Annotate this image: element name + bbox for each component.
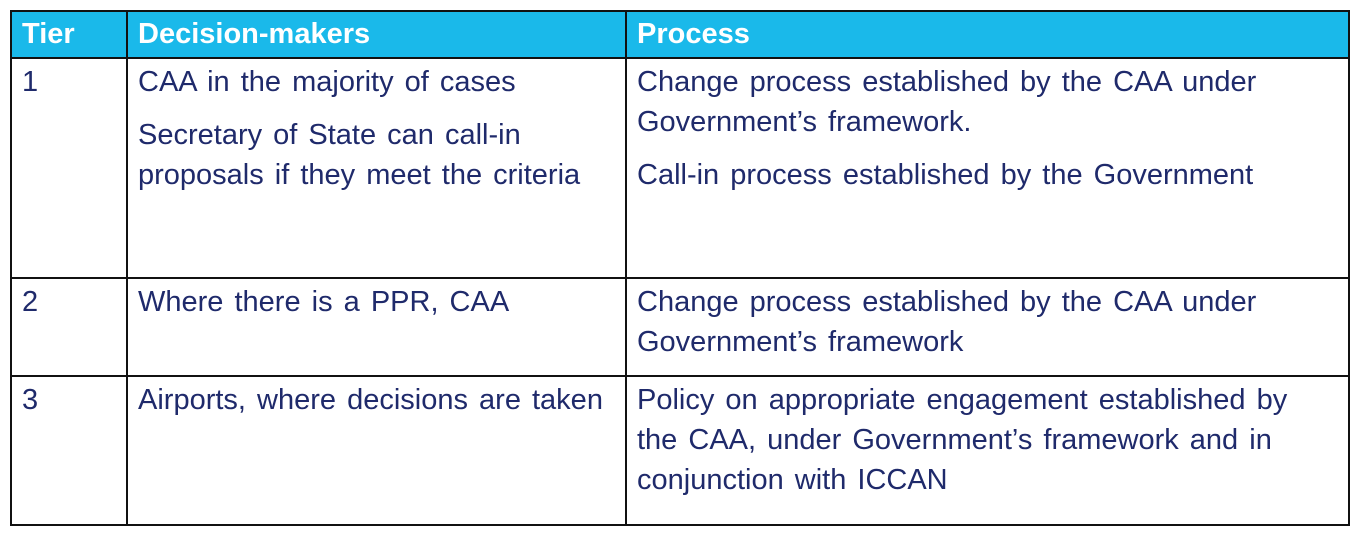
process-cell: Policy on appropriate engagement establi… [625, 375, 1350, 526]
tier-table: Tier Decision-makers Process 1 CAA in th… [10, 10, 1350, 526]
header-row: Tier Decision-makers Process [10, 10, 1350, 59]
process-cell: Change process established by the CAA un… [625, 277, 1350, 377]
process-text: Policy on appropriate engagement establi… [637, 384, 1288, 496]
header-process: Process [625, 10, 1350, 59]
decision-makers-cell: CAA in the majority of cases Secretary o… [126, 57, 627, 279]
decision-makers-text: CAA in the majority of cases [138, 66, 516, 98]
table-header: Tier Decision-makers Process [10, 10, 1350, 59]
table-row: 3 Airports, where decisions are taken Po… [10, 375, 1350, 526]
header-decision-makers: Decision-makers [126, 10, 627, 59]
decision-makers-text: Secretary of State can call-in proposals… [138, 119, 581, 191]
table-row: 2 Where there is a PPR, CAA Change proce… [10, 277, 1350, 377]
decision-makers-text: Airports, where decisions are taken [138, 384, 603, 416]
tier-cell: 1 [10, 57, 128, 279]
decision-makers-cell: Airports, where decisions are taken [126, 375, 627, 526]
tier-cell: 2 [10, 277, 128, 377]
table-row: 1 CAA in the majority of cases Secretary… [10, 57, 1350, 279]
process-text: Call-in process established by the Gover… [637, 159, 1254, 191]
tier-cell: 3 [10, 375, 128, 526]
decision-makers-text: Where there is a PPR, CAA [138, 286, 510, 318]
decision-makers-cell: Where there is a PPR, CAA [126, 277, 627, 377]
table-body: 1 CAA in the majority of cases Secretary… [10, 57, 1350, 526]
header-tier: Tier [10, 10, 128, 59]
process-text: Change process established by the CAA un… [637, 286, 1257, 358]
process-cell: Change process established by the CAA un… [625, 57, 1350, 279]
process-text: Change process established by the CAA un… [637, 66, 1257, 138]
